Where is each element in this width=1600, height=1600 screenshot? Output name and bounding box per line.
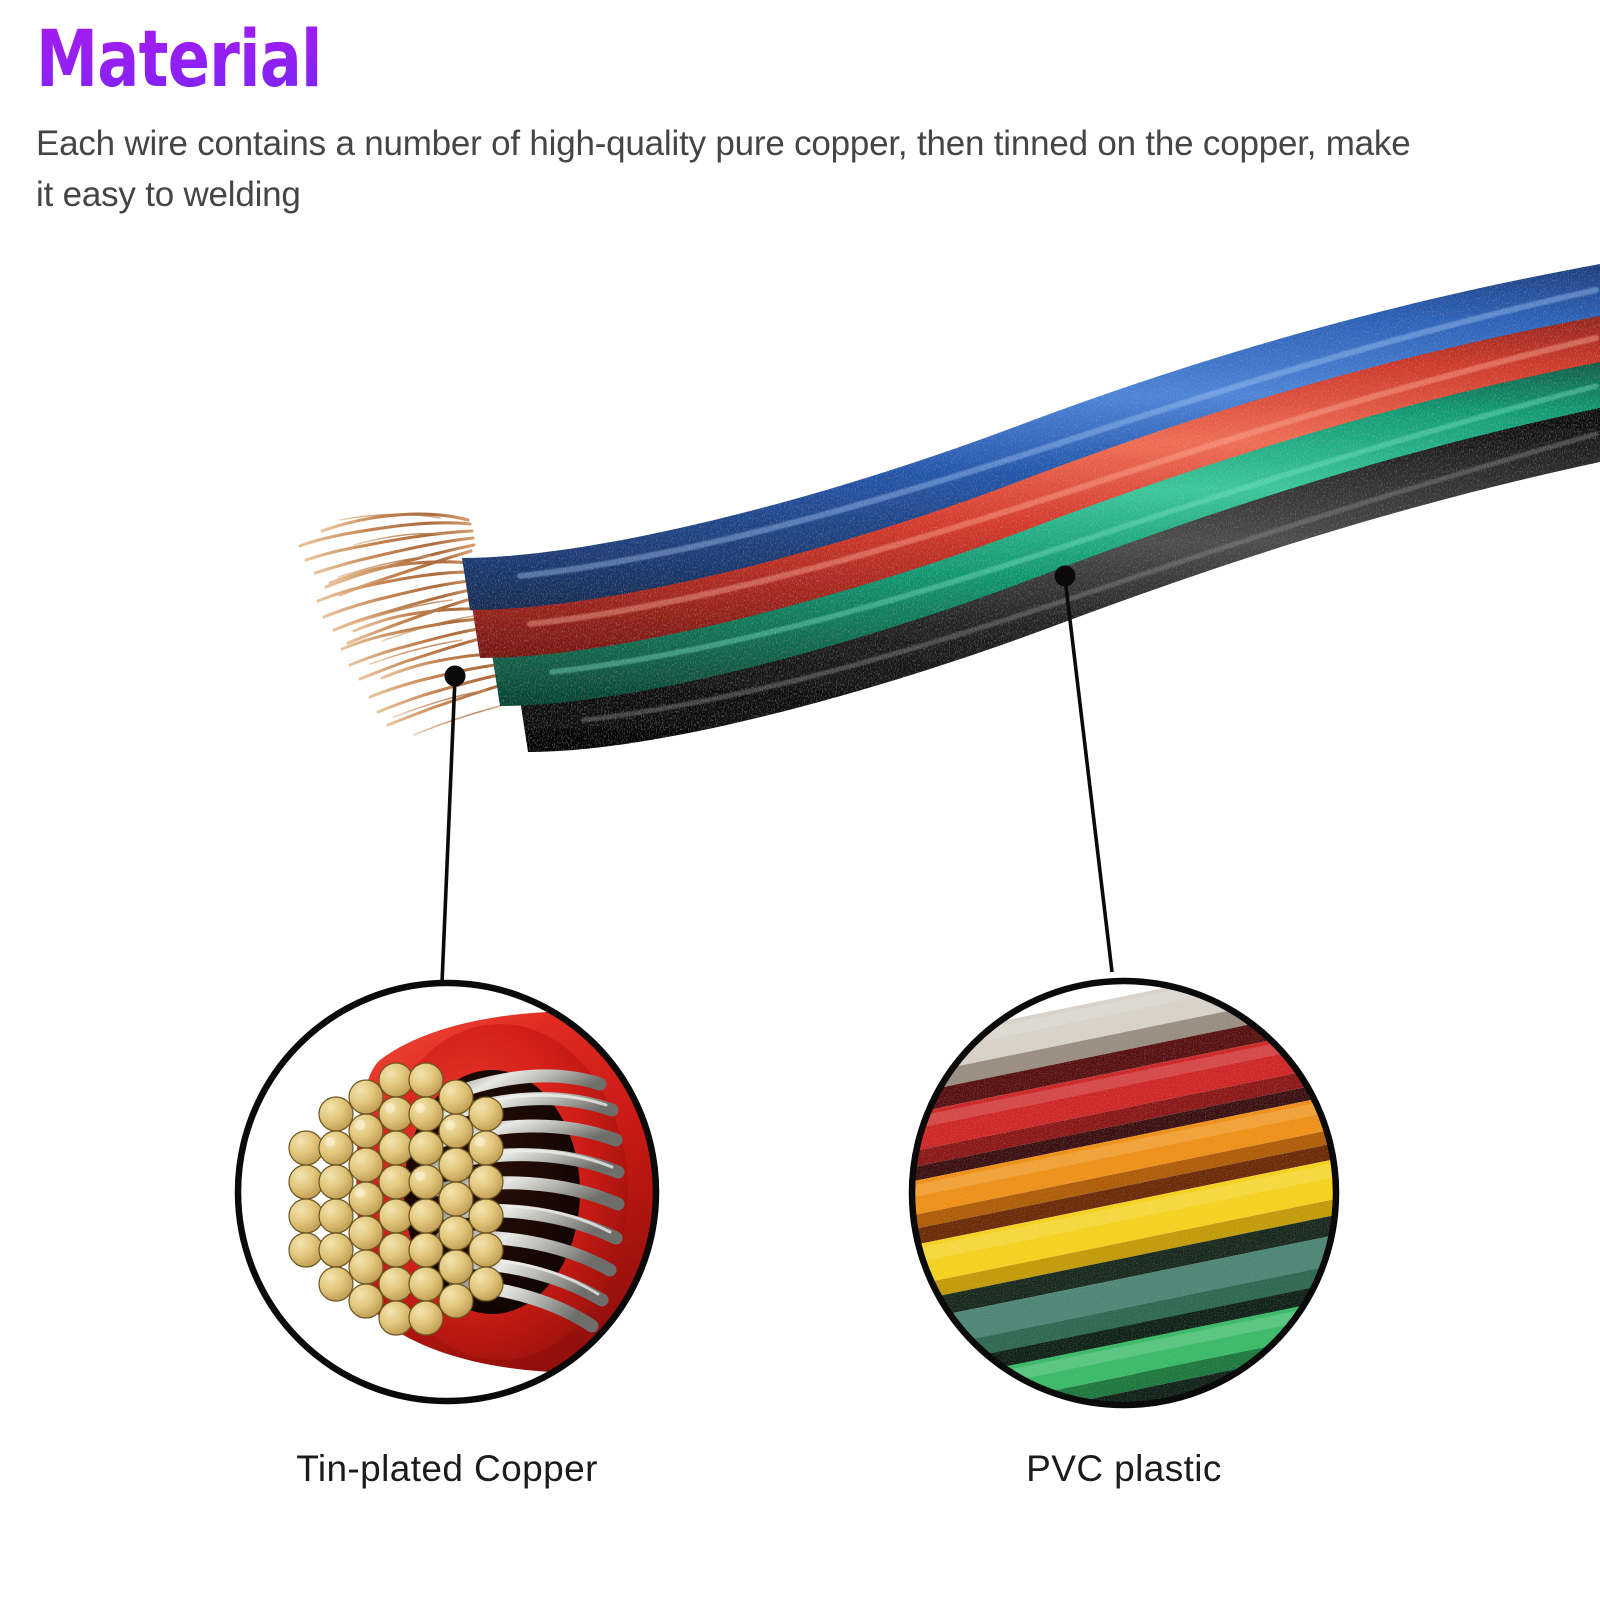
callout-tin-plated-copper [234, 979, 660, 1405]
callout-pvc-plastic [908, 977, 1340, 1409]
page-description: Each wire contains a number of high-qual… [36, 123, 1411, 214]
tinned-copper-strands [429, 1069, 625, 1333]
callout-circle-copper [234, 979, 660, 1405]
leader-dot-copper [444, 665, 466, 687]
copper-strand-ends [288, 1062, 504, 1336]
magnified-jacket-body [356, 1011, 655, 1373]
blue-wire [462, 264, 1600, 610]
leader-line-pvc [1063, 577, 1114, 973]
green-wire [492, 356, 1600, 706]
black-wire [520, 402, 1600, 752]
wire-bundle [462, 264, 1600, 752]
leader-line-copper [440, 677, 457, 984]
red-wire [472, 310, 1600, 658]
magnified-jacket-bore [404, 1070, 580, 1314]
callout-leaders [440, 565, 1114, 984]
callout-caption-tin-plated-copper: Tin-plated Copper [296, 1448, 598, 1489]
callout-caption-pvc-plastic: PVC plastic [1026, 1448, 1222, 1489]
pvc-sheet-stack [913, 982, 1335, 1404]
wire-highlights [517, 287, 1599, 723]
leader-dot-pvc [1054, 565, 1076, 587]
page-title: Material [36, 21, 1236, 99]
callout-circle-pvc [908, 977, 1340, 1409]
magnified-jacket-face [372, 1024, 628, 1360]
stripped-copper-strands [298, 512, 528, 736]
heading-block: Material Each wire contains a number of … [36, 21, 1536, 219]
